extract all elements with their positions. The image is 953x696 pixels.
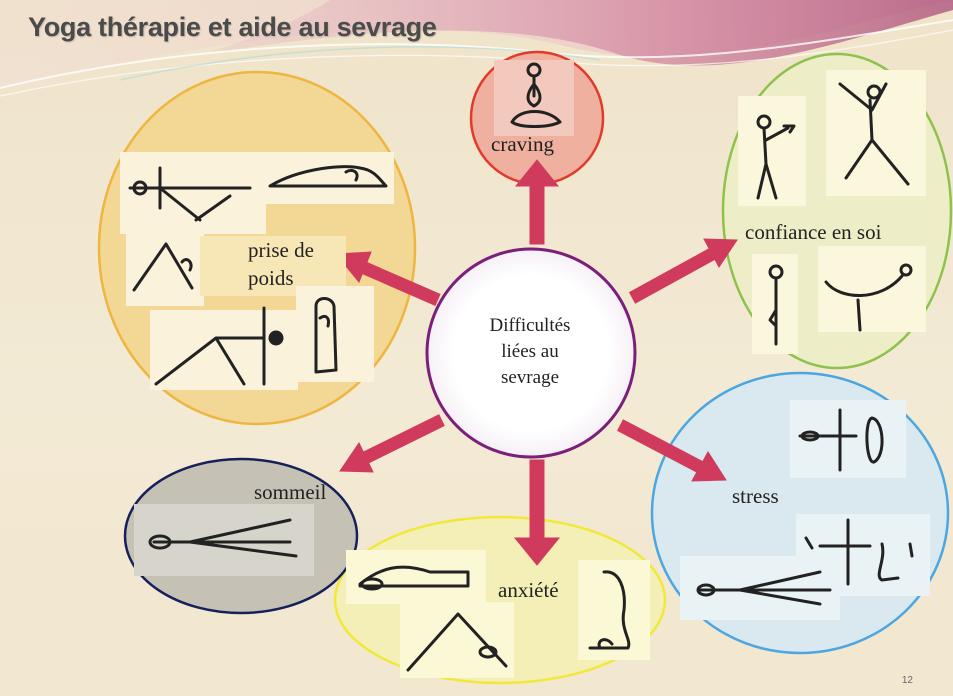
prise-de-poids-label-line2: poids: [248, 266, 294, 290]
confiance-label: confiance en soi: [745, 220, 882, 244]
center-label-line: liées au: [501, 341, 559, 362]
craving-label: craving: [491, 132, 554, 156]
arrow-to-sommeil: [339, 414, 445, 473]
sommeil-pictogram: [134, 504, 314, 576]
prise-de-poids-label-line1: prise de: [248, 238, 314, 262]
center-circle: [425, 247, 637, 459]
center-label-line: Difficultés: [489, 315, 571, 336]
arrows: [334, 159, 738, 566]
stress-pictograms: [680, 400, 930, 620]
arrow-to-anxiete: [513, 459, 561, 566]
arrow-to-confiance: [628, 238, 738, 304]
center-label: Difficultés liées au sevrage: [446, 313, 614, 391]
anxiete-label: anxiété: [498, 578, 559, 602]
arrow-to-stress: [616, 419, 727, 482]
slide-title: Yoga thérapie et aide au sevrage: [28, 12, 437, 42]
stress-label: stress: [732, 484, 779, 508]
center-label-line: sevrage: [500, 367, 560, 388]
sommeil-label: sommeil: [254, 480, 327, 504]
confiance-pictograms: [738, 70, 926, 354]
anxiete-pictograms: [346, 550, 650, 678]
header-swoosh: [0, 0, 953, 97]
prise-de-poids-pictograms: [120, 152, 394, 390]
page-number: 12: [901, 675, 913, 686]
arrow-to-craving: [514, 159, 560, 245]
seated-meditation-pictogram: [494, 60, 574, 136]
